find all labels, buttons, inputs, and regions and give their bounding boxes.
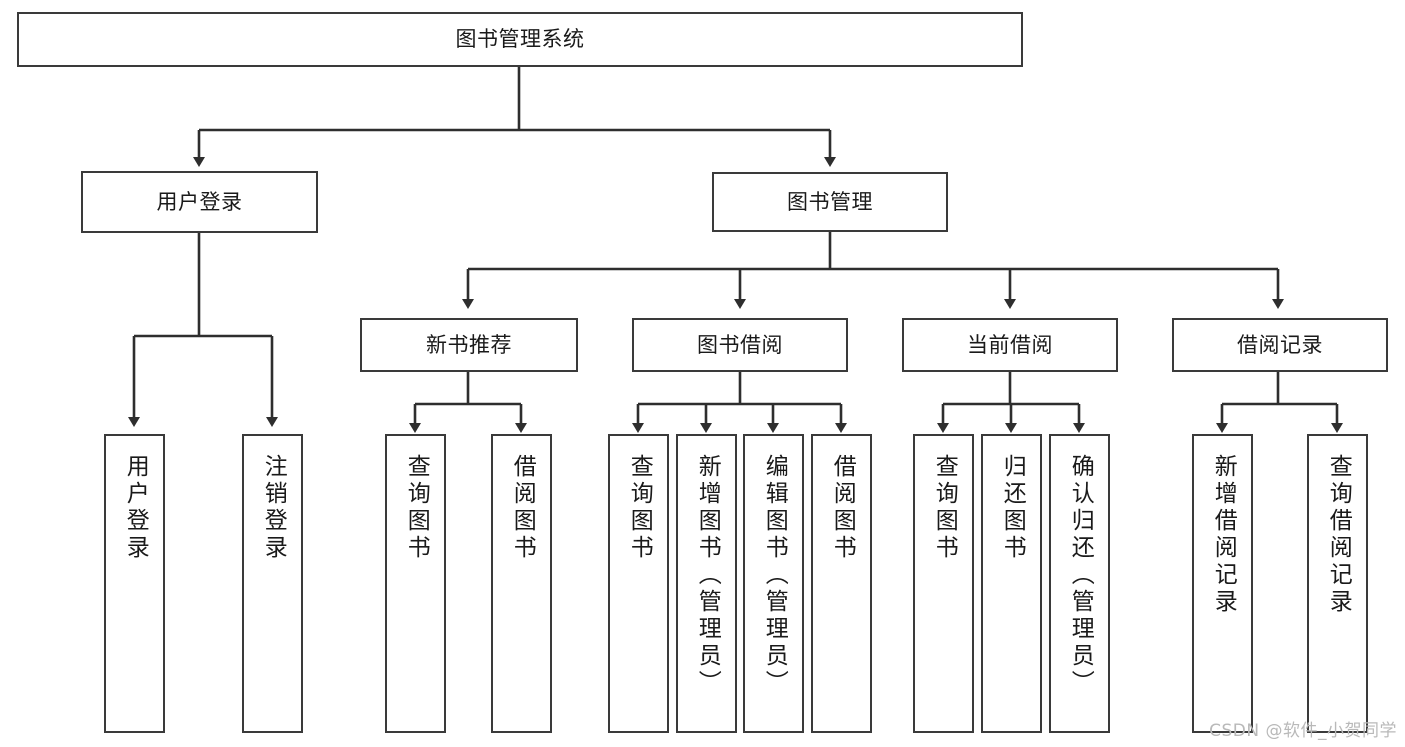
leaf-edit-book-admin[interactable]: 编辑图书（管理员） — [743, 434, 804, 733]
leaf-borrow-book-recommend[interactable]: 借阅图书 — [491, 434, 552, 733]
leaf-confirm-return-admin[interactable]: 确认归还（管理员） — [1049, 434, 1110, 733]
leaf-query-borrow-record[interactable]: 查询借阅记录 — [1307, 434, 1368, 733]
node-label: 用户登录 — [156, 189, 243, 214]
leaf-logout-login[interactable]: 注销登录 — [242, 434, 303, 733]
leaf-query-book-borrow[interactable]: 查询图书 — [608, 434, 669, 733]
node-current-borrow[interactable]: 当前借阅 — [902, 318, 1118, 372]
node-label: 确认归还（管理员） — [1067, 454, 1094, 697]
node-label: 新增借阅记录 — [1210, 454, 1237, 616]
node-label: 查询图书 — [931, 454, 958, 562]
leaf-add-book-admin[interactable]: 新增图书（管理员） — [676, 434, 737, 733]
node-label: 查询借阅记录 — [1325, 454, 1352, 616]
leaf-query-book-current[interactable]: 查询图书 — [913, 434, 974, 733]
node-borrow-record[interactable]: 借阅记录 — [1172, 318, 1388, 372]
node-book-management[interactable]: 图书管理 — [712, 172, 948, 232]
leaf-user-login[interactable]: 用户登录 — [104, 434, 165, 733]
leaf-query-book-recommend[interactable]: 查询图书 — [385, 434, 446, 733]
node-user-login[interactable]: 用户登录 — [81, 171, 318, 233]
node-label: 当前借阅 — [967, 332, 1053, 357]
node-label: 图书管理 — [787, 189, 873, 214]
leaf-return-book[interactable]: 归还图书 — [981, 434, 1042, 733]
node-label: 新增图书（管理员） — [694, 454, 721, 697]
node-label: 注销登录 — [260, 454, 287, 562]
node-label: 图书借阅 — [697, 332, 783, 357]
node-label: 图书管理系统 — [455, 27, 585, 52]
node-root-book-management-system[interactable]: 图书管理系统 — [17, 12, 1023, 67]
node-label: 借阅图书 — [829, 454, 856, 562]
node-new-book-recommend[interactable]: 新书推荐 — [360, 318, 578, 372]
node-label: 查询图书 — [403, 454, 430, 562]
node-book-borrow[interactable]: 图书借阅 — [632, 318, 848, 372]
node-label: 归还图书 — [999, 454, 1026, 562]
node-label: 用户登录 — [122, 454, 149, 562]
leaf-borrow-book[interactable]: 借阅图书 — [811, 434, 872, 733]
node-label: 新书推荐 — [426, 332, 512, 357]
node-label: 借阅图书 — [509, 454, 536, 562]
node-label: 借阅记录 — [1237, 332, 1323, 357]
node-label: 编辑图书（管理员） — [761, 454, 788, 697]
leaf-add-borrow-record[interactable]: 新增借阅记录 — [1192, 434, 1253, 733]
node-label: 查询图书 — [626, 454, 653, 562]
